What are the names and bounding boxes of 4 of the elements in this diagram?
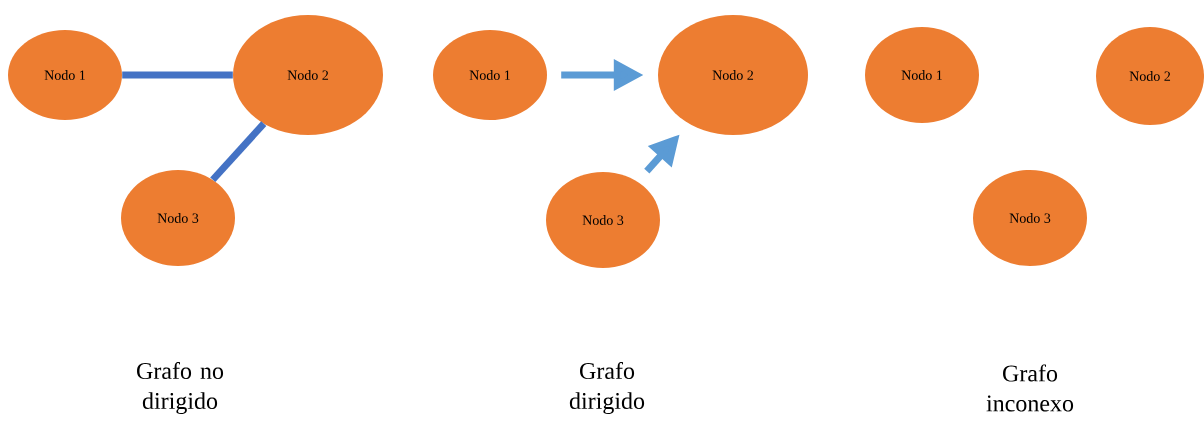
line [210,121,267,183]
caption: Grafo inconexo [986,364,1074,412]
caption: Grafo no dirigido [137,361,224,415]
caption: Grafo dirigido [569,361,645,415]
